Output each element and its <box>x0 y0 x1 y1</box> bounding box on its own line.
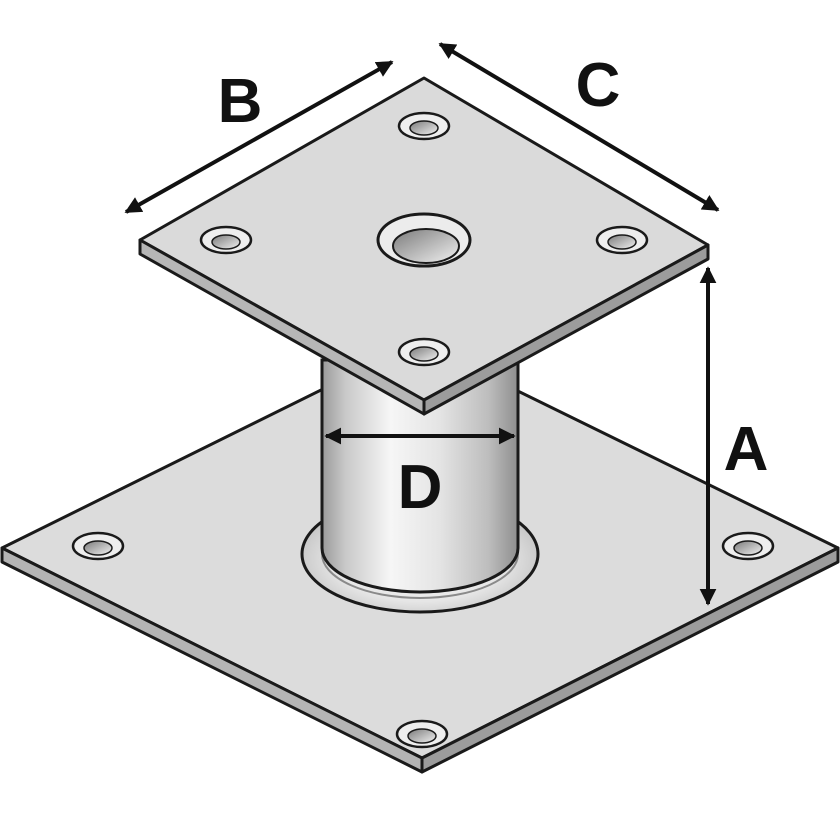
dimension-label-b: B <box>218 67 263 136</box>
top-hole-right <box>595 225 649 255</box>
dimension-label-a: A <box>724 415 769 484</box>
base-hole-right <box>721 531 775 561</box>
base-hole-left <box>71 531 125 561</box>
top-hole-left <box>199 225 253 255</box>
dimension-arrow-c <box>438 42 720 212</box>
top-center-hole <box>376 212 472 268</box>
dimension-label-c: C <box>576 51 621 120</box>
dimension-label-d: D <box>398 453 443 522</box>
base-hole-bottom <box>395 719 449 749</box>
top-hole-top <box>397 111 451 141</box>
top-hole-bottom <box>397 337 451 367</box>
base-plate-holes <box>71 531 775 749</box>
dimension-arrows <box>124 42 720 606</box>
tube <box>320 358 520 594</box>
top-plate-holes <box>199 111 649 367</box>
dimension-arrow-b <box>124 60 394 214</box>
